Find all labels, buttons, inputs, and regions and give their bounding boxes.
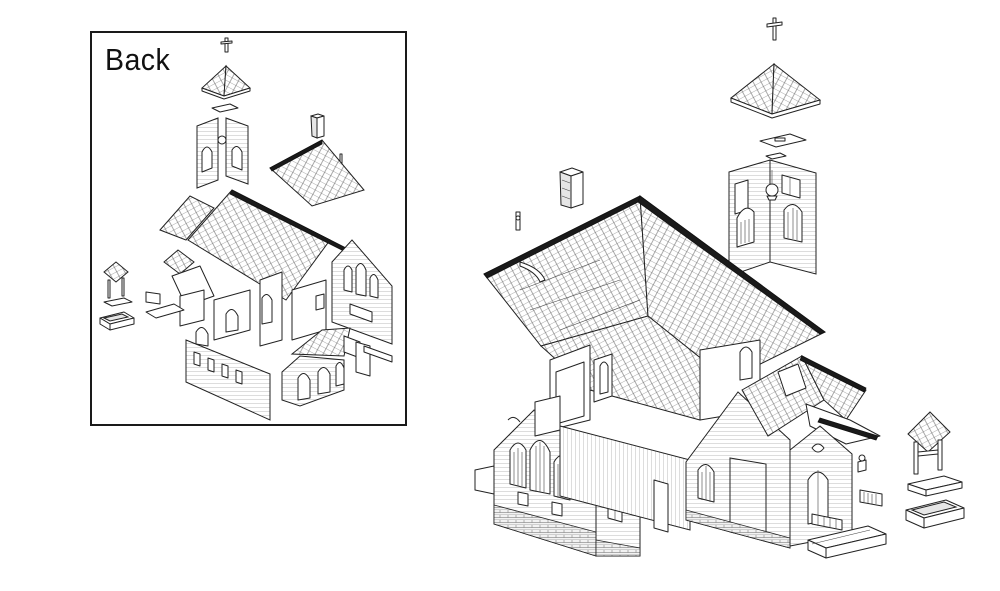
planter-box — [905, 499, 965, 529]
bell-tower — [728, 159, 817, 277]
well — [907, 411, 951, 475]
main-roof — [483, 194, 826, 421]
front-view — [474, 17, 965, 559]
well-base — [907, 475, 963, 497]
steeple-cap — [759, 133, 807, 160]
finial-pin — [515, 211, 521, 231]
porch-roof — [741, 354, 881, 445]
back-view — [99, 37, 393, 421]
porch-railing — [811, 489, 883, 531]
front-steps — [807, 525, 887, 559]
back-view-label: Back — [105, 42, 171, 77]
chimney — [559, 167, 584, 209]
right-gable-wall — [685, 391, 791, 549]
porch-wall — [789, 425, 867, 547]
steeple-roof — [730, 62, 822, 119]
cross-piece — [766, 17, 783, 41]
side-panel — [534, 395, 691, 533]
